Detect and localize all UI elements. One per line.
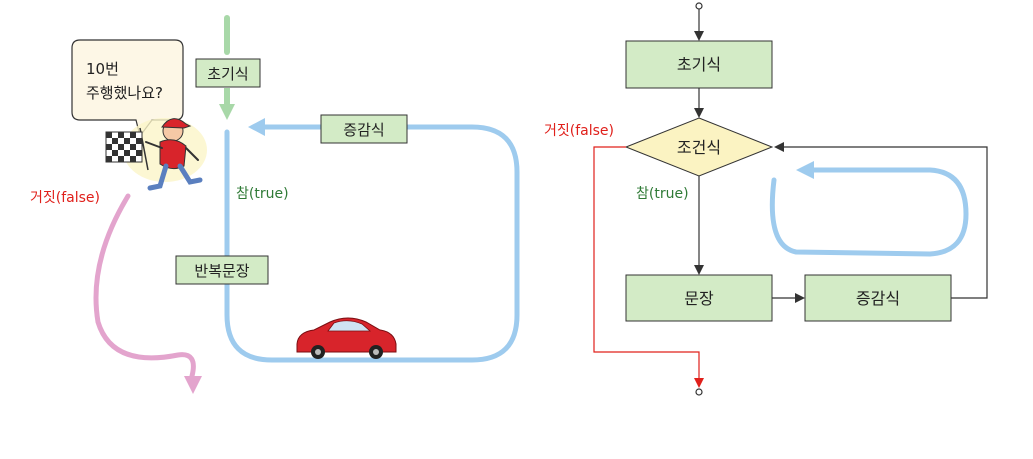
flow-init-label: 초기식 [677,55,721,74]
loop-track [224,124,520,363]
flow-true-label: 참(true) [636,186,689,202]
loop-arrow-head [248,118,265,136]
checkered-flag-icon [105,127,149,171]
speech-bubble-line2: 주행했나요? [86,84,163,102]
false-label: 거짓(false) [30,190,100,206]
exit-path [93,193,196,379]
flow-increment-label: 증감식 [856,289,900,308]
condition-label: 조건식 [677,138,721,157]
flag-person-illustration [105,118,207,191]
exit-arrow-head [184,376,202,394]
true-label: 참(true) [236,186,289,202]
false-path [593,146,704,388]
entry-point [695,2,703,10]
loop-indicator-arrow-head [796,161,814,179]
left-scene: 초기식 증감식 참(true) 반복문장 10번 주행했나요? [30,15,520,394]
speech-bubble-line1: 10번 [86,60,119,78]
init-label: 초기식 [207,65,248,83]
car-icon [296,317,397,359]
start-arrow-head [219,104,235,120]
init-box [195,58,261,88]
flow-init-box [625,40,773,89]
increment-label: 증감식 [343,121,384,139]
body-box [175,255,269,285]
statement-label: 문장 [684,289,714,308]
speech-bubble [71,39,184,138]
body-label: 반복문장 [194,262,249,280]
flow-increment-box [804,274,952,322]
flowchart: 초기식 조건식 거짓(false) 참(true) 문장 증감식 [544,2,988,396]
loop-back-path [774,142,988,299]
flow-false-label: 거짓(false) [544,123,614,139]
increment-box [320,114,408,144]
loop-indicator [769,167,969,257]
exit-point [695,388,703,396]
